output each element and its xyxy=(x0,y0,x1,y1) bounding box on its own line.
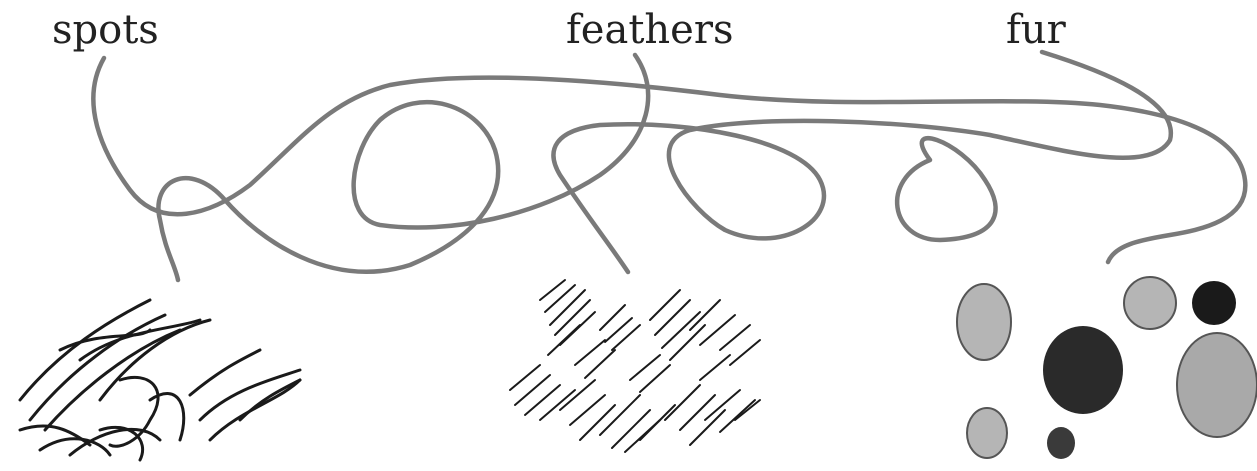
tangle-line-feathers xyxy=(158,55,648,280)
feather-texture xyxy=(20,300,300,460)
tangle-line-fur-loop xyxy=(897,138,995,240)
fur-texture xyxy=(510,280,760,452)
spots-texture xyxy=(957,277,1257,459)
